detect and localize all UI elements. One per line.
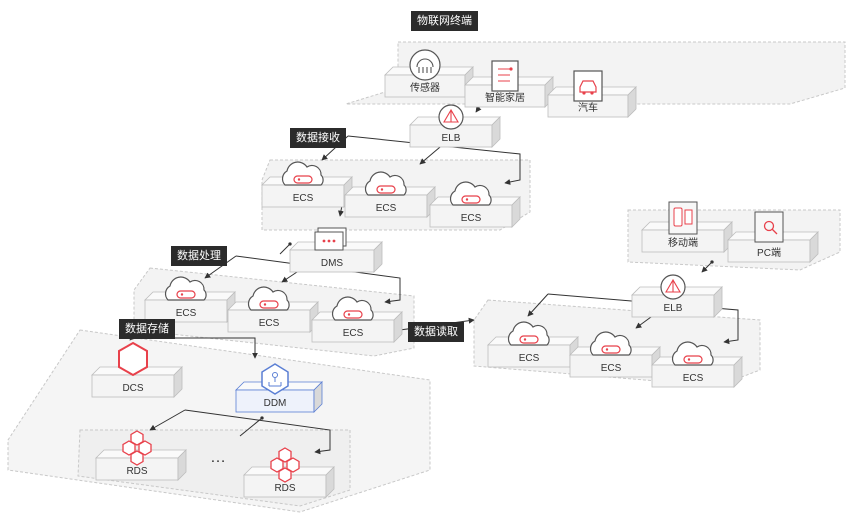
- smart-home-icon: [491, 60, 519, 92]
- node-ecs-p2: ECS: [227, 286, 319, 333]
- node-label-rds-2: RDS: [274, 483, 295, 494]
- node-label-elb-top: ELB: [442, 133, 461, 144]
- node-label-ecs-d3: ECS: [683, 373, 704, 384]
- message-queue-icon: [314, 227, 347, 251]
- database-icon: [270, 447, 300, 483]
- node-label-elb-right: ELB: [664, 303, 683, 314]
- node-ecs-p3: ECS: [311, 296, 403, 343]
- cloud-server-icon: [589, 331, 632, 356]
- node-car: 汽车: [547, 70, 637, 118]
- node-elb-top: ELB: [409, 104, 501, 148]
- node-ecs-r1: ECS: [261, 161, 353, 208]
- node-label-car: 汽车: [578, 101, 598, 114]
- node-label-dms: DMS: [321, 258, 344, 269]
- mobile-icon: [668, 201, 698, 235]
- node-label-dcs: DCS: [122, 383, 143, 394]
- node-ecs-d2: ECS: [569, 331, 661, 378]
- node-label-ecs-d2: ECS: [601, 363, 622, 374]
- node-label-ecs-r1: ECS: [293, 193, 314, 204]
- link-ddm-rds-left: [149, 409, 186, 431]
- node-label-ecs-p1: ECS: [176, 308, 197, 319]
- cloud-server-icon: [449, 181, 492, 206]
- node-elb-right: ELB: [631, 274, 723, 318]
- link-ddm-rds-right: [184, 409, 331, 455]
- link-storage-ddm: [160, 337, 258, 359]
- monitor-icon: [754, 211, 784, 243]
- node-smart-home: 智能家居: [464, 60, 554, 108]
- node-label-rds-1: RDS: [126, 466, 147, 477]
- node-sensor: 传感器: [384, 49, 474, 98]
- rds-ellipsis: …: [210, 449, 226, 466]
- node-dms: DMS: [289, 227, 383, 273]
- cloud-server-icon: [331, 296, 374, 321]
- node-label-ecs-p3: ECS: [343, 328, 364, 339]
- node-rds-2: RDS: [243, 447, 335, 498]
- node-label-ecs-r2: ECS: [376, 203, 397, 214]
- link-dms-ecs-left: [204, 255, 237, 279]
- load-balancer-icon: [660, 274, 686, 300]
- database-icon: [122, 430, 152, 466]
- node-label-ecs-p2: ECS: [259, 318, 280, 329]
- node-ecs-d1: ECS: [487, 321, 579, 368]
- group-label-process: 数据处理: [171, 246, 227, 266]
- node-ecs-r3: ECS: [429, 181, 521, 228]
- node-rds-1: RDS: [95, 430, 187, 481]
- node-ddm: DDM: [235, 363, 323, 413]
- cloud-server-icon: [164, 276, 207, 301]
- sensor-icon: [409, 49, 441, 81]
- node-ecs-d3: ECS: [651, 341, 743, 388]
- cloud-server-icon: [507, 321, 550, 346]
- node-pc: PC端: [727, 211, 819, 263]
- link-client-elb: [701, 260, 714, 273]
- group-label-storage: 数据存储: [119, 319, 175, 339]
- node-label-ecs-r3: ECS: [461, 213, 482, 224]
- node-dcs: DCS: [91, 341, 183, 398]
- node-label-ecs-d1: ECS: [519, 353, 540, 364]
- link-elb-read-left: [527, 293, 549, 317]
- group-label-read: 数据读取: [408, 322, 464, 342]
- node-ecs-p1: ECS: [144, 276, 236, 323]
- link-dms-process: [279, 242, 292, 255]
- cache-icon: [118, 341, 148, 377]
- node-label-pc: PC端: [757, 246, 781, 259]
- distributed-db-icon: [261, 363, 289, 395]
- node-label-smart-home: 智能家居: [485, 91, 525, 104]
- node-label-ddm: DDM: [264, 398, 287, 409]
- group-label-receive: 数据接收: [290, 128, 346, 148]
- node-label-mobile: 移动端: [668, 236, 698, 249]
- group-label-iot: 物联网终端: [411, 11, 478, 31]
- cloud-server-icon: [671, 341, 714, 366]
- link-ddm-rds-mid: [239, 416, 264, 437]
- node-label-sensor: 传感器: [410, 81, 440, 94]
- cloud-server-icon: [364, 171, 407, 196]
- car-icon: [573, 70, 603, 102]
- cloud-server-icon: [281, 161, 324, 186]
- cloud-server-icon: [247, 286, 290, 311]
- load-balancer-icon: [438, 104, 464, 130]
